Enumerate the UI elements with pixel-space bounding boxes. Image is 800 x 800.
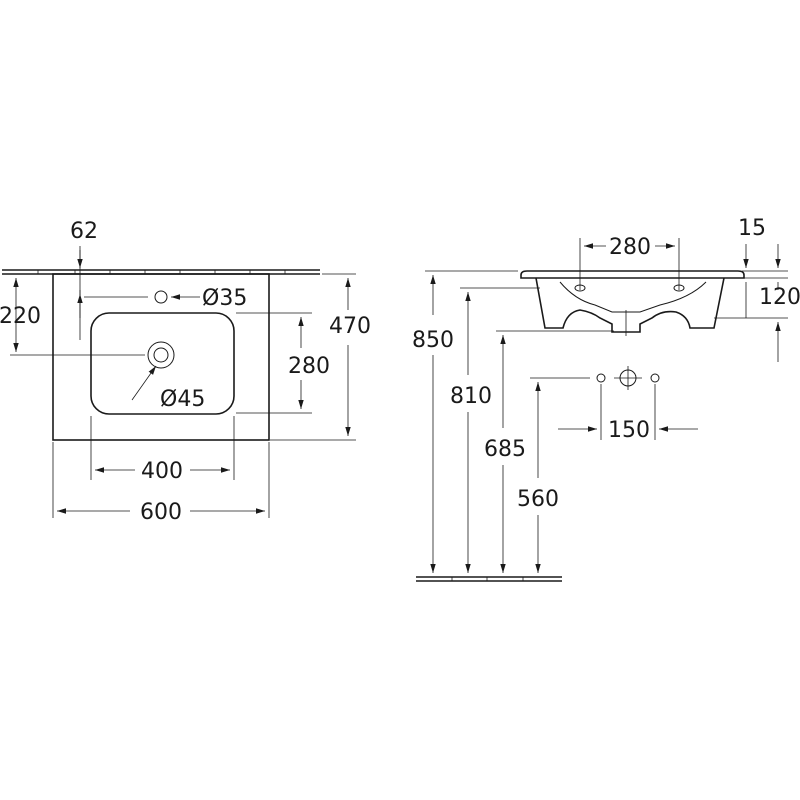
label-drain-diameter: Ø45 xyxy=(160,387,205,412)
basin-profile-side xyxy=(520,270,745,336)
tap-hole xyxy=(154,290,168,304)
label-470: 470 xyxy=(329,314,371,339)
floor-strip-side-view xyxy=(416,576,562,582)
label-tap-hole-diameter: Ø35 xyxy=(202,286,247,311)
label-400: 400 xyxy=(141,459,183,484)
label-150: 150 xyxy=(608,418,650,443)
label-62: 62 xyxy=(70,219,98,244)
label-560: 560 xyxy=(517,487,559,512)
label-810: 810 xyxy=(450,384,492,409)
dimension-470: 470 xyxy=(270,273,371,441)
supply-holes xyxy=(596,366,660,390)
dimension-15: 15 xyxy=(738,216,788,279)
drain-leader: Ø45 xyxy=(131,365,205,412)
tap-hole-leader: Ø35 xyxy=(84,286,247,311)
dimension-120: 120 xyxy=(714,282,800,362)
bowl-outline xyxy=(90,312,235,415)
dimension-600: 600 xyxy=(52,442,270,525)
label-600: 600 xyxy=(140,500,182,525)
dimension-560: 560 xyxy=(517,377,590,573)
drain xyxy=(147,341,175,369)
top-view: 62 220 Ø35 Ø45 280 xyxy=(0,219,371,525)
label-685: 685 xyxy=(484,437,526,462)
dimension-280-holes: 280 xyxy=(579,235,680,290)
label-850: 850 xyxy=(412,328,454,353)
label-220: 220 xyxy=(0,304,41,329)
dimension-62: 62 xyxy=(70,219,98,340)
label-280-bowl: 280 xyxy=(288,354,330,379)
side-view: 280 15 120 xyxy=(412,216,800,582)
dimension-400: 400 xyxy=(90,416,235,484)
dimension-220: 220 xyxy=(0,278,145,356)
dimension-685: 685 xyxy=(484,330,614,573)
dimension-280-bowl: 280 xyxy=(236,312,330,414)
label-120: 120 xyxy=(759,285,800,310)
dimension-850: 850 xyxy=(412,270,518,573)
label-15: 15 xyxy=(738,216,766,241)
basin-outline-top xyxy=(52,273,270,441)
dimension-150: 150 xyxy=(558,384,698,443)
dimension-810: 810 xyxy=(450,287,540,573)
label-280-holes: 280 xyxy=(609,235,651,260)
